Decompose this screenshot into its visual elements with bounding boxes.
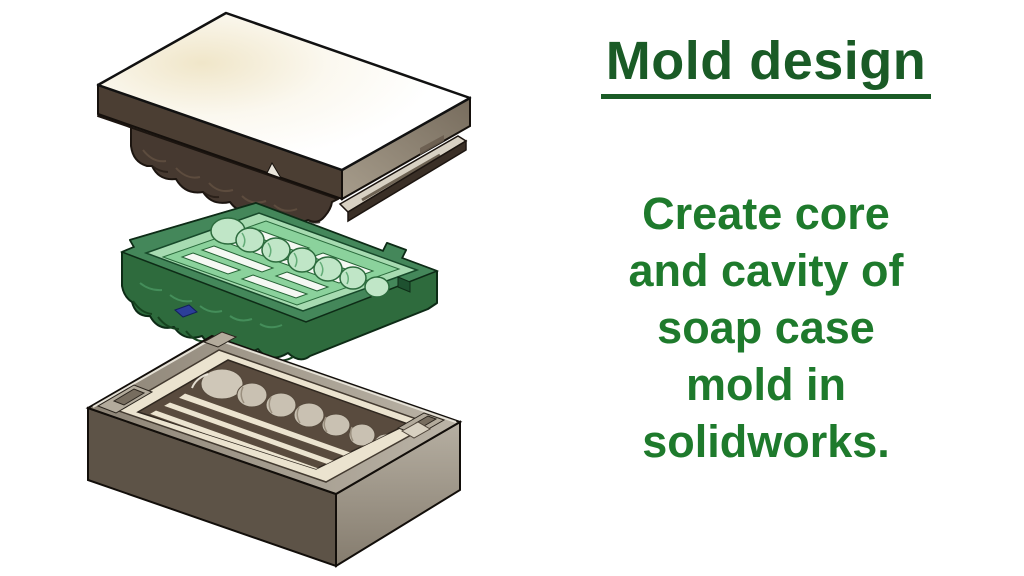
plate-front-notch xyxy=(266,161,283,179)
subtitle-line: soap case xyxy=(657,302,875,353)
subtitle-line: and cavity of xyxy=(628,245,904,296)
core-ledge-front xyxy=(347,139,467,223)
tray-wall-notch xyxy=(397,276,411,293)
subtitle: Create core and cavity of soap case mold… xyxy=(548,185,984,470)
plate-right-step xyxy=(420,135,444,155)
soap-case-3d xyxy=(119,202,440,362)
page-title-text: Mold design xyxy=(600,30,932,99)
subtitle-line: solidworks. xyxy=(642,416,890,467)
subtitle-line: Create core xyxy=(642,188,890,239)
imprint-glint xyxy=(191,373,209,389)
text-panel: Mold design Create core and cavity of so… xyxy=(548,0,984,576)
core-ledge-groove xyxy=(361,153,441,202)
plate-top-face xyxy=(96,11,472,172)
cavity-block-3d xyxy=(85,331,463,568)
mold-exploded-view-illustration xyxy=(85,11,472,568)
bump-ring-lines xyxy=(241,232,350,285)
front-wall-highlights xyxy=(139,282,283,329)
core-plate-3d xyxy=(96,11,472,224)
core-scallop-shadows xyxy=(151,165,321,224)
page-title: Mold design xyxy=(548,30,984,99)
cavity-right-step xyxy=(400,421,432,439)
core-scallop-ridges xyxy=(142,149,298,212)
imprint-corner xyxy=(200,368,244,400)
imprint-ring-lines xyxy=(240,386,354,442)
subtitle-line: mold in xyxy=(686,359,846,410)
ejector-detail xyxy=(174,304,198,318)
